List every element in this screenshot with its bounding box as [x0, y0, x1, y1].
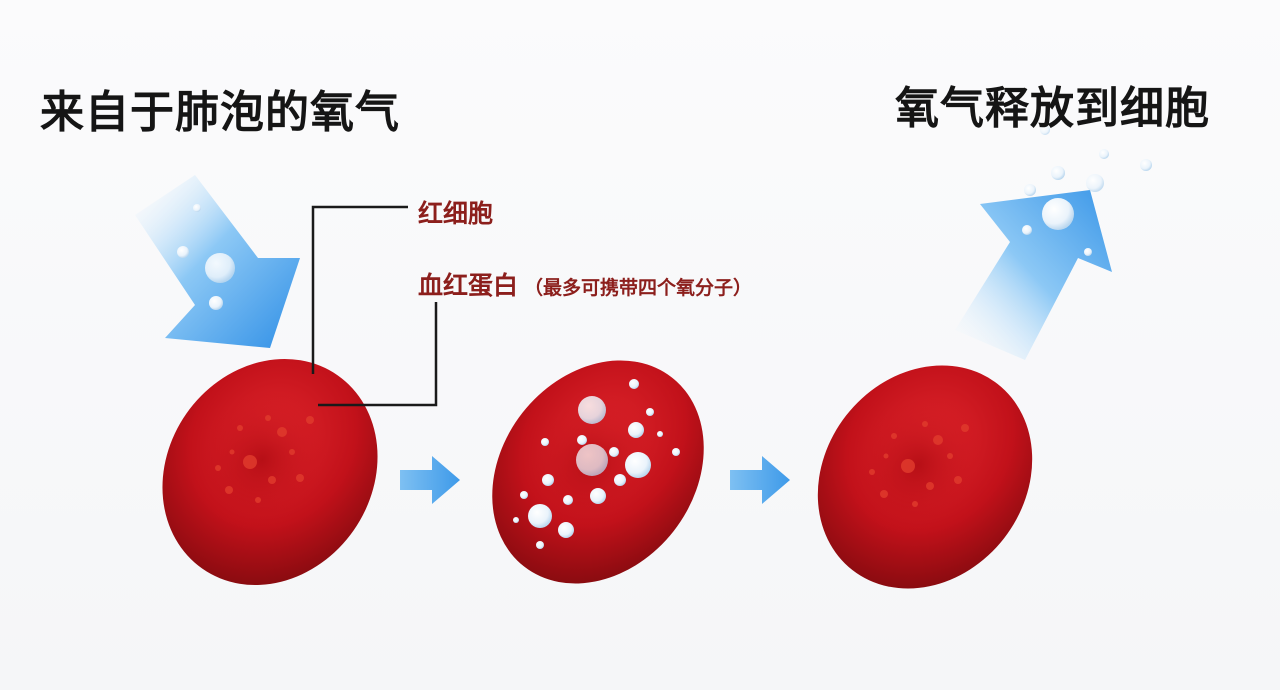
oxygen-outflow-arrow-icon — [955, 125, 1152, 360]
oxygen-bubble-icon — [1022, 225, 1032, 235]
hemoglobin-label-group: 血红蛋白（最多可携带四个氧分子） — [418, 266, 752, 302]
rbc-leader-line — [311, 205, 408, 374]
oxygen-inflow-arrow-icon — [135, 175, 300, 348]
red-blood-cell-3 — [817, 365, 1033, 589]
oxygen-bubble-icon — [177, 246, 189, 258]
oxygen-molecules — [513, 379, 680, 549]
oxygen-from-alveoli-title: 来自于肺泡的氧气 — [40, 87, 400, 138]
red-blood-cell-1 — [162, 359, 378, 585]
process-arrow-icon — [400, 456, 460, 504]
oxygen-bubble-icon — [1140, 159, 1152, 171]
oxygen-bubble-icon — [1084, 248, 1092, 256]
oxygen-bubble-icon — [1042, 198, 1074, 230]
oxygen-bubble-icon — [1040, 125, 1050, 135]
oxygen-bubble-icon — [1024, 184, 1036, 196]
red-blood-cell-label: 红细胞 — [418, 199, 494, 228]
oxygen-bubble-icon — [205, 253, 235, 283]
oxygen-to-cells-title: 氧气释放到细胞 — [895, 83, 1210, 134]
hemoglobin-label: 血红蛋白 — [418, 271, 519, 300]
oxygen-bubble-icon — [1051, 166, 1065, 180]
process-arrow-icon — [730, 456, 790, 504]
hemoglobin-leader-line — [318, 302, 438, 407]
hemoglobin-capacity-note: （最多可携带四个氧分子） — [524, 277, 753, 299]
oxygen-bubble-icon — [1086, 174, 1104, 192]
oxygen-bubble-icon — [1099, 149, 1109, 159]
red-blood-cell-2 — [492, 360, 704, 584]
oxygen-bubble-icon — [193, 204, 201, 212]
oxygen-bubble-icon — [209, 296, 223, 310]
